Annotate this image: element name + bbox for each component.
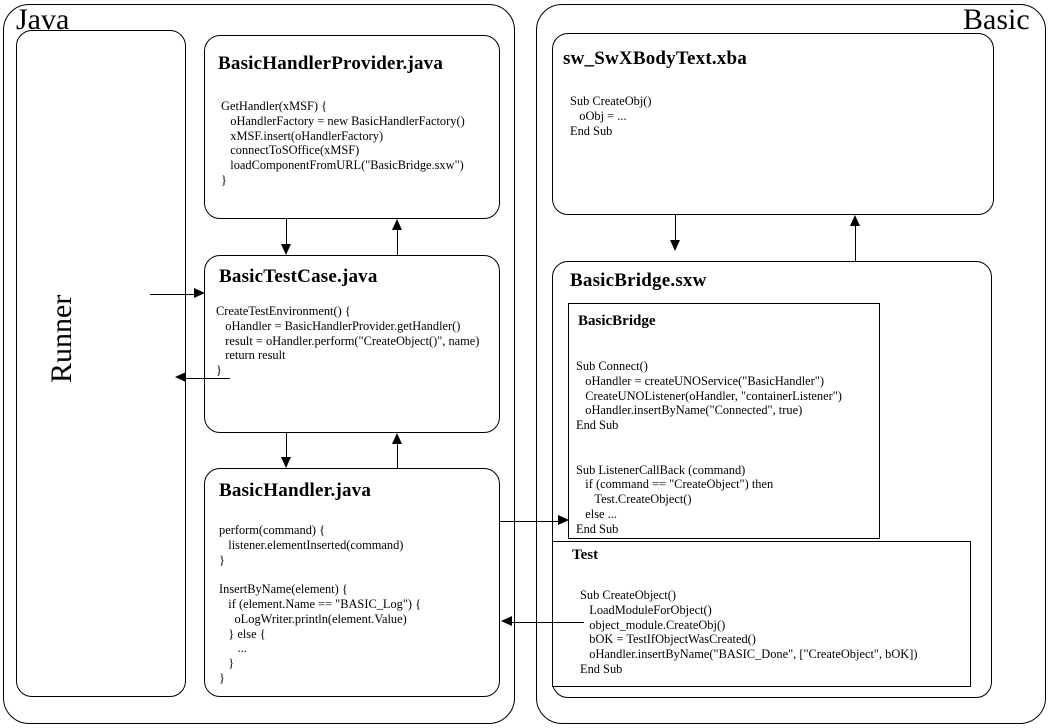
basic-test-case-code: CreateTestEnvironment() { oHandler = Bas…	[216, 304, 480, 378]
connector-handler-to-testcase-arrowhead	[392, 433, 402, 444]
basic-panel-label: Basic	[963, 3, 1030, 36]
connector-provider-to-testcase-arrowhead	[281, 244, 291, 255]
connector-testcase-to-handler-arrowhead	[281, 457, 291, 468]
basic-bridge-module-title: BasicBridge	[578, 313, 656, 329]
connector-testcase-to-provider-line	[397, 229, 398, 255]
basic-test-case-title: BasicTestCase.java	[219, 266, 378, 287]
basic-handler-title: BasicHandler.java	[219, 480, 372, 501]
connector-swxbodytext-to-bridge-arrowhead	[670, 240, 680, 251]
connector-test-to-handler-arrowhead	[501, 616, 512, 626]
basic-handler-code: perform(command) { listener.elementInser…	[219, 523, 422, 685]
basic-bridge-sxw-title: BasicBridge.sxw	[570, 270, 707, 291]
basic-handler-provider-code: GetHandler(xMSF) { oHandlerFactory = new…	[221, 99, 465, 187]
basic-handler-box	[204, 468, 500, 697]
sw-swxbodytext-title: sw_SwXBodyText.xba	[563, 48, 747, 69]
basic-test-case-box	[204, 255, 500, 433]
test-module-title: Test	[572, 547, 599, 563]
connector-handler-to-bridge-line	[500, 521, 564, 522]
basic-handler-provider-box	[204, 35, 500, 219]
connector-testcase-to-runner-line	[186, 378, 230, 379]
connector-bridge-to-swxbodytext-line	[855, 225, 856, 261]
connector-handler-to-bridge-arrowhead	[558, 515, 569, 525]
connector-runner-to-testcase-line	[150, 294, 196, 295]
connector-testcase-to-runner-arrowhead	[175, 372, 186, 382]
basic-handler-provider-title: BasicHandlerProvider.java	[218, 53, 444, 74]
runner-box	[16, 30, 186, 697]
connector-testcase-to-handler-line	[286, 433, 287, 458]
basic-bridge-module-code: Sub Connect() oHandler = createUNOServic…	[576, 359, 842, 536]
sw-swxbodytext-code: Sub CreateObj() oObj = ... End Sub	[570, 94, 652, 138]
connector-runner-to-testcase-arrowhead	[194, 288, 205, 298]
connector-testcase-to-provider-arrowhead	[392, 219, 402, 230]
connector-bridge-to-swxbodytext-arrowhead	[850, 215, 860, 226]
connector-swxbodytext-to-bridge-line	[675, 215, 676, 241]
sw-swxbodytext-box	[552, 33, 994, 215]
connector-test-to-handler-line	[512, 622, 584, 623]
test-module-code: Sub CreateObject() LoadModuleForObject()…	[580, 588, 918, 676]
java-panel-label: Java	[16, 3, 70, 36]
connector-provider-to-testcase-line	[286, 219, 287, 245]
basic-bridge-module-box	[568, 303, 880, 539]
test-module-box	[552, 541, 971, 687]
runner-label: Runner	[45, 294, 78, 383]
connector-handler-to-testcase-line	[397, 443, 398, 468]
